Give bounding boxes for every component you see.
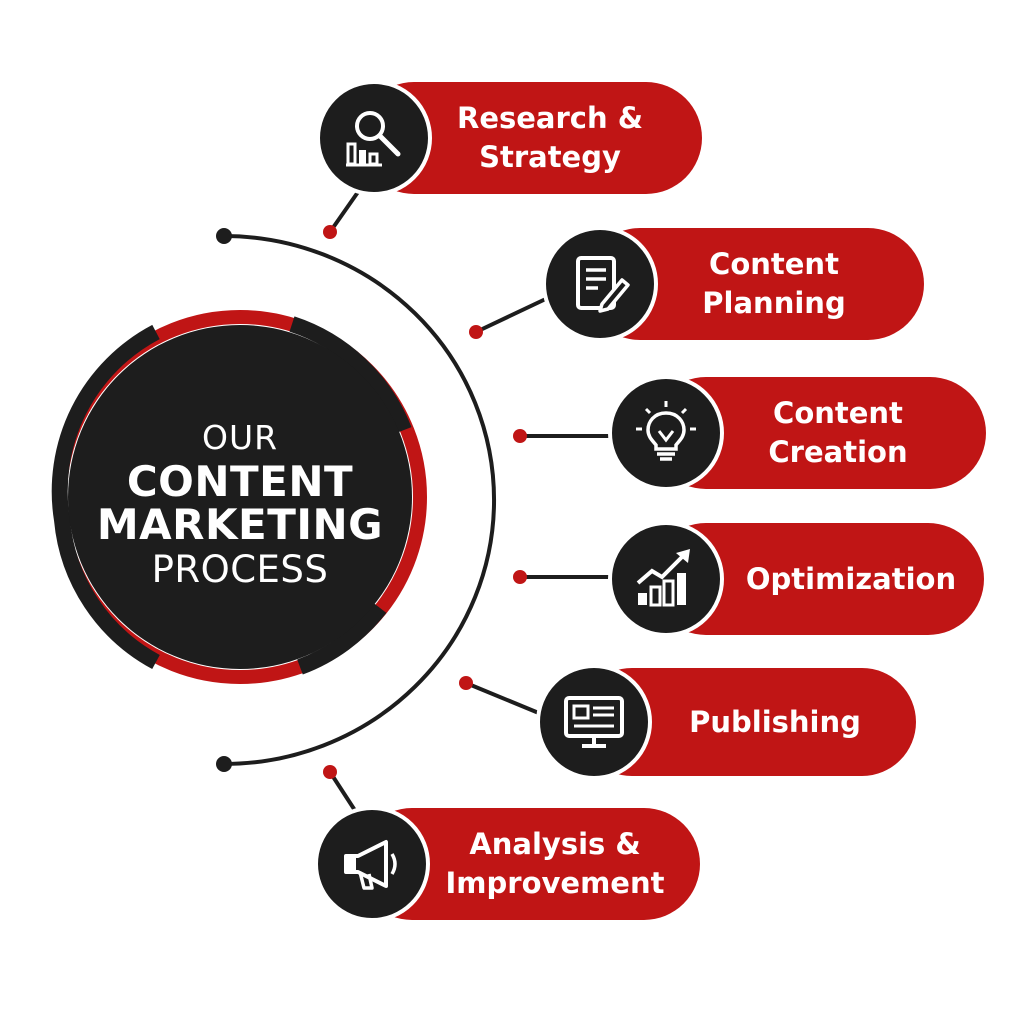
- hub-ring-gap-3: [51, 324, 160, 670]
- connector-arc: [223, 234, 497, 766]
- connector-dot-6: [323, 765, 337, 779]
- step-badge: [542, 226, 658, 342]
- hub-title-line3: MARKETING: [96, 499, 384, 549]
- lightbulb-icon: [636, 401, 696, 461]
- arc-end-dot-bottom: [216, 756, 232, 772]
- connector-2: [475, 294, 553, 334]
- growth-chart-icon: [636, 549, 690, 607]
- hub-title-line4: PROCESS: [151, 547, 329, 591]
- step-label: Publishing: [689, 704, 861, 739]
- hub-title-line2: CONTENT: [126, 457, 354, 507]
- step-label: Content Creation: [768, 396, 908, 469]
- connector-dot-1: [323, 225, 337, 239]
- arc-end-dot-top: [216, 228, 232, 244]
- step-badge: [316, 80, 432, 196]
- magnifier-bar-chart-icon: [346, 111, 401, 167]
- hub-ring-gap-1: [289, 316, 412, 433]
- hub-ring-gap-2: [297, 603, 387, 675]
- document-pen-icon: [576, 256, 630, 313]
- connector-dot-2: [469, 325, 483, 339]
- hub-title-line1: OUR: [201, 418, 279, 458]
- step-label: Content Planning: [702, 247, 846, 320]
- step-label: Optimization: [745, 561, 957, 596]
- step-label: Analysis & Improvement: [445, 827, 665, 900]
- connector-dot-3: [513, 429, 527, 443]
- connector-6: [328, 770, 358, 814]
- step-label: Research & Strategy: [456, 101, 644, 174]
- connector-dot-4: [513, 570, 527, 584]
- hub-title: OUR CONTENT MARKETING PROCESS: [62, 340, 418, 670]
- step-badge: [314, 806, 430, 922]
- connector-5: [465, 681, 547, 718]
- step-badge: [608, 521, 724, 637]
- connector-1: [328, 190, 360, 234]
- connector-dot-5: [459, 676, 473, 690]
- step-badge: [536, 664, 652, 780]
- monitor-icon: [564, 696, 624, 748]
- hub-circle: [68, 325, 412, 669]
- megaphone-icon: [344, 840, 397, 890]
- step-badge: [608, 375, 724, 491]
